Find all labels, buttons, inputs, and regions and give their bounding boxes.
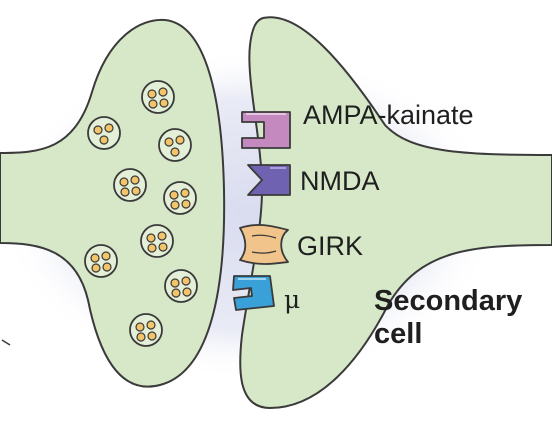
synaptic-vesicles xyxy=(84,80,198,347)
girk-label: GIRK xyxy=(297,231,363,261)
vesicle xyxy=(84,244,118,278)
nmda-receptor xyxy=(247,164,291,196)
edge-tick xyxy=(1,339,11,346)
mu-opioid-receptor xyxy=(232,275,275,311)
nmda-label: NMDA xyxy=(300,166,380,196)
vesicle xyxy=(113,168,147,202)
ampa-receptor-shape xyxy=(241,111,291,149)
vesicle xyxy=(141,80,175,114)
vesicle xyxy=(87,116,121,150)
vesicle xyxy=(158,128,192,162)
vesicle xyxy=(163,181,197,215)
mu-label: μ xyxy=(284,285,300,314)
secondary-cell-label-line1: Secondary xyxy=(374,285,522,317)
girk-channel xyxy=(239,224,289,265)
mu-receptor-shape xyxy=(232,275,275,311)
ampa-kainate-receptor xyxy=(241,111,291,149)
vesicle xyxy=(129,313,163,347)
vesicle xyxy=(140,224,174,258)
secondary-cell-label-line2: cell xyxy=(374,318,422,350)
nmda-receptor-shape xyxy=(247,164,291,196)
ampa-kainate-label: AMPA-kainate xyxy=(303,100,474,130)
girk-channel-shape xyxy=(239,224,289,265)
vesicle xyxy=(164,269,198,303)
